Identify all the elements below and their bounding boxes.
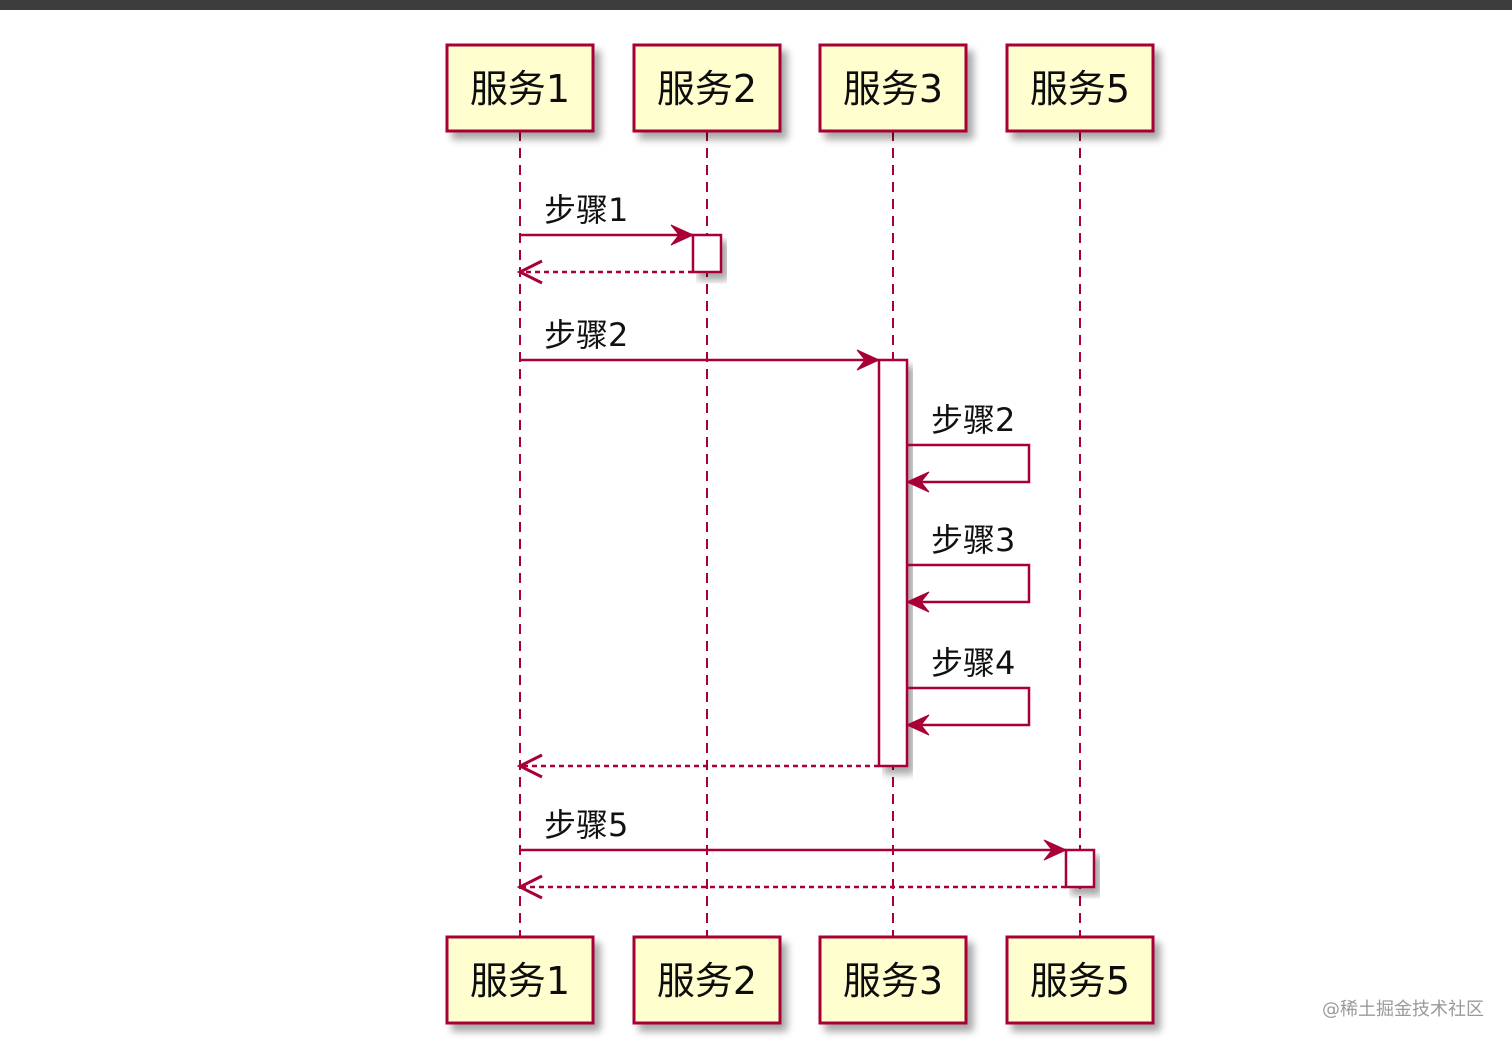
participant-bottom-1: 服务1 (445, 935, 595, 1025)
participant-label: 服务5 (1030, 67, 1130, 111)
message-4: 步骤2 (905, 401, 1031, 493)
activations (691, 233, 1096, 889)
activation-bar-1 (691, 233, 723, 274)
participant-label: 服务2 (657, 959, 757, 1003)
message-1: 步骤1 (520, 191, 695, 246)
message-line (907, 443, 1031, 484)
participant-bottom-2: 服务2 (632, 935, 782, 1025)
participant-label: 服务3 (843, 959, 943, 1003)
participant-top-2: 服务2 (632, 43, 782, 133)
lifelines (519, 131, 1081, 937)
watermark: @稀土掘金技术社区 (1322, 999, 1484, 1020)
participant-label: 服务2 (657, 67, 757, 111)
message-label: 步骤2 (931, 401, 1015, 439)
participant-label: 服务3 (843, 67, 943, 111)
participant-box (1005, 43, 1155, 133)
message-6: 步骤4 (905, 644, 1031, 736)
arrow-head (1043, 839, 1068, 861)
participant-box (445, 43, 595, 133)
message-label: 步骤1 (544, 191, 628, 229)
participant-box (632, 43, 782, 133)
arrow-head (516, 753, 543, 779)
arrow-head (516, 874, 543, 900)
participant-label: 服务5 (1030, 959, 1130, 1003)
participant-box (445, 935, 595, 1025)
messages: 步骤1 步骤2 步骤2 步骤3 步骤4 步骤5 (516, 191, 1068, 900)
arrow-head (905, 591, 930, 613)
participant-bottom-3: 服务3 (818, 935, 968, 1025)
arrow-head (516, 259, 543, 285)
message-7-return (516, 753, 879, 779)
participant-top-1: 服务1 (445, 43, 595, 133)
participant-box (632, 935, 782, 1025)
message-label: 步骤2 (544, 316, 628, 354)
message-line (907, 686, 1031, 727)
participants: 服务1 服务1 服务2 服务2 服务3 服务3 服务5 服务5 (445, 43, 1155, 1025)
message-label: 步骤5 (544, 806, 628, 844)
message-8: 步骤5 (520, 806, 1068, 861)
arrow-head (905, 714, 930, 736)
activation-bar-2 (877, 358, 909, 768)
activation-bar-3 (1064, 848, 1096, 889)
message-line (907, 563, 1031, 604)
participant-box (818, 935, 968, 1025)
message-5: 步骤3 (905, 521, 1031, 613)
participant-box (818, 43, 968, 133)
arrow-head (856, 349, 881, 371)
participant-bottom-4: 服务5 (1005, 935, 1155, 1025)
participant-label: 服务1 (470, 67, 570, 111)
participant-box (1005, 935, 1155, 1025)
message-2-return (516, 259, 693, 285)
arrow-head (905, 471, 930, 493)
participant-top-4: 服务5 (1005, 43, 1155, 133)
message-9-return (516, 874, 1066, 900)
top-bar (0, 0, 1512, 10)
arrow-head (670, 224, 695, 246)
message-3: 步骤2 (520, 316, 881, 371)
message-label: 步骤3 (931, 521, 1015, 559)
message-label: 步骤4 (931, 644, 1015, 682)
participant-top-3: 服务3 (818, 43, 968, 133)
participant-label: 服务1 (470, 959, 570, 1003)
